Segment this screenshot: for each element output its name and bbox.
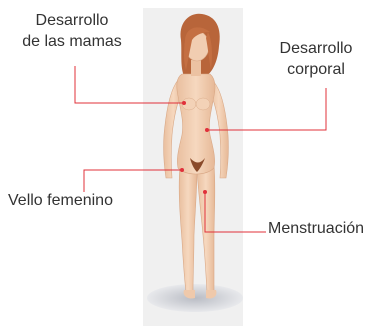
leader-breast-dot	[182, 101, 186, 105]
torso	[176, 73, 216, 175]
leader-menstruation	[204, 192, 266, 233]
label-breast-development: Desarrollo de las mamas	[22, 10, 122, 52]
label-breast-line1: Desarrollo	[35, 12, 109, 29]
leader-menstruation-dot	[203, 190, 207, 194]
hair-strand	[206, 32, 212, 70]
left-arm	[163, 79, 184, 179]
right-leg	[196, 164, 216, 293]
right-breast	[195, 97, 211, 111]
leader-hair	[83, 169, 182, 192]
pubic-hair	[190, 158, 205, 172]
neck	[191, 60, 201, 76]
label-menstruation: Menstruación	[268, 220, 365, 237]
leader-body-dot	[205, 128, 209, 132]
left-leg	[178, 164, 198, 293]
label-body-line1: Desarrollo	[279, 40, 353, 57]
leader-breast	[74, 66, 184, 104]
leader-hair-dot	[180, 168, 184, 172]
label-breast-line2: de las mamas	[22, 33, 122, 50]
hair-front	[184, 27, 210, 70]
right-foot	[206, 290, 217, 299]
leader-body	[207, 88, 327, 131]
right-arm	[208, 81, 229, 179]
label-body-development: Desarrollo corporal	[262, 38, 370, 80]
label-female-hair: Vello femenino	[8, 192, 113, 209]
left-foot	[183, 290, 195, 299]
label-body-line2: corporal	[287, 61, 345, 78]
